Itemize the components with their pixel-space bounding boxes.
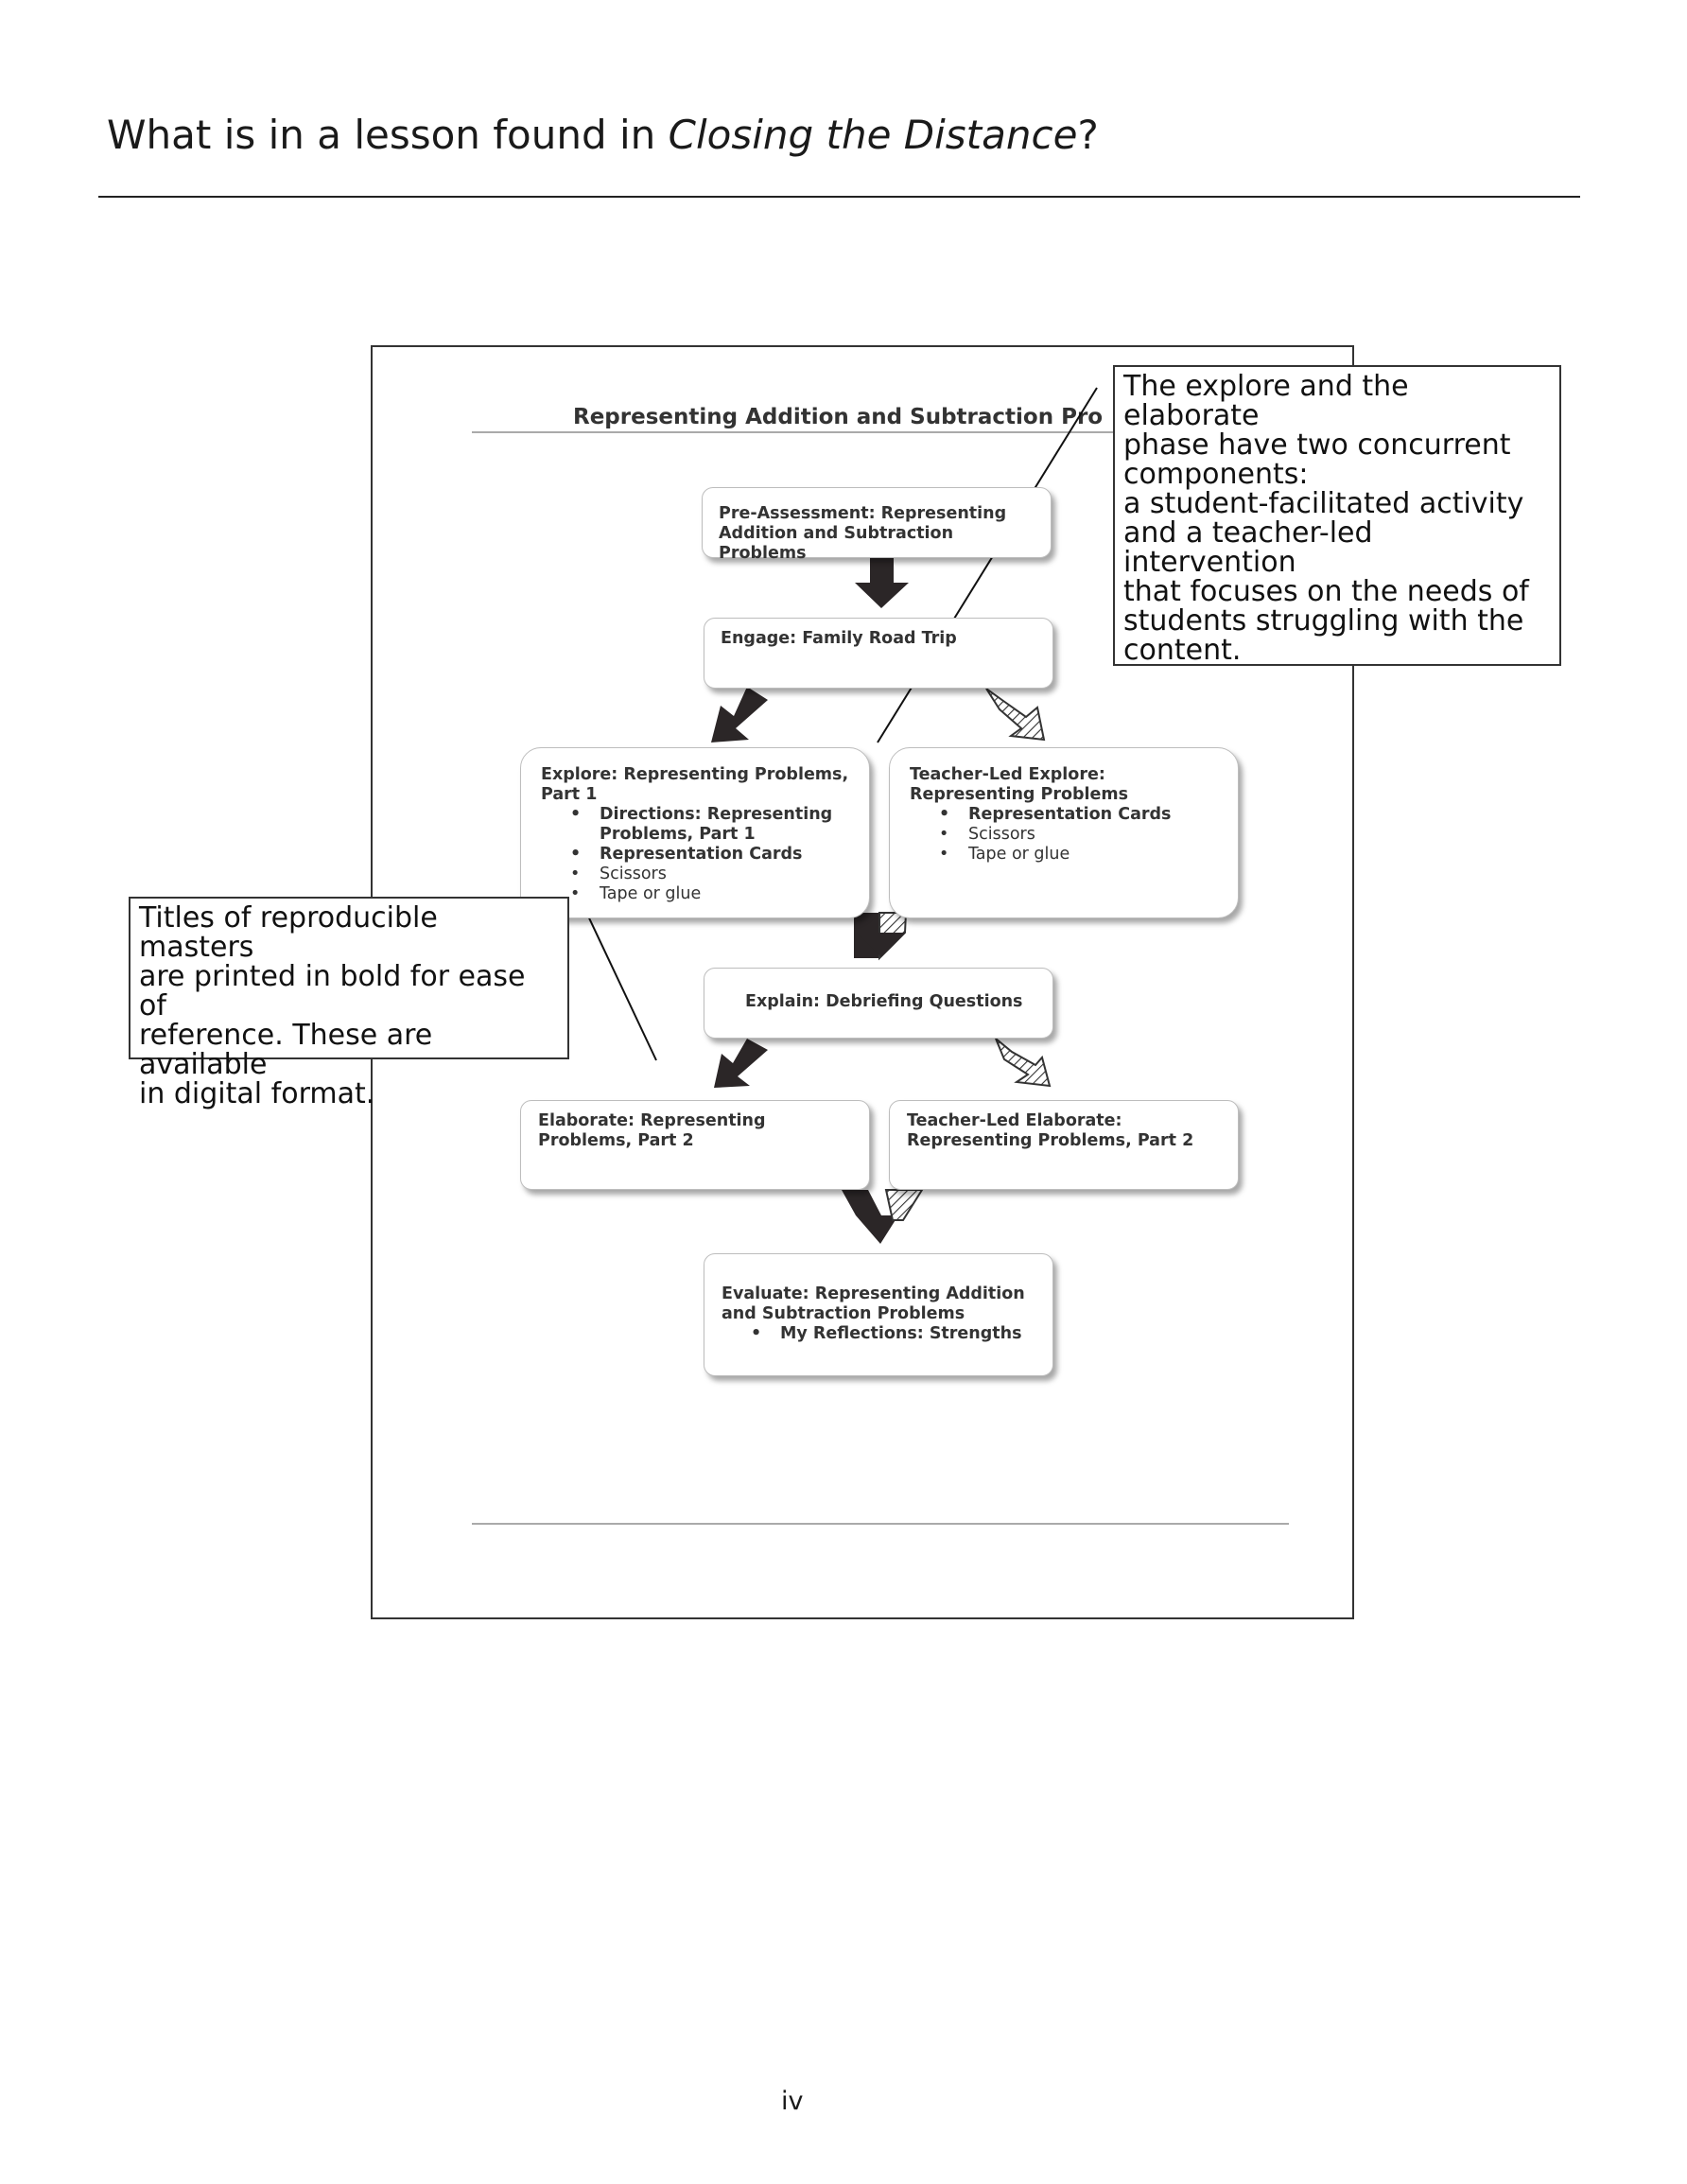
flowchart-title: Representing Addition and Subtraction Pr… bbox=[573, 405, 1104, 429]
elaborate-box: Elaborate: Representing Problems, Part 2 bbox=[520, 1100, 870, 1190]
pre-assessment-heading: Pre-Assessment: Representing Addition an… bbox=[719, 504, 1007, 563]
elaborate-heading: Elaborate: Representing Problems, Part 2 bbox=[538, 1111, 766, 1150]
title-question-mark: ? bbox=[1077, 112, 1099, 158]
explain-heading: Explain: Debriefing Questions bbox=[745, 992, 1023, 1011]
page-title: What is in a lesson found in Closing the… bbox=[107, 112, 1099, 158]
evaluate-heading: Evaluate: Representing Addition and Subt… bbox=[722, 1284, 1025, 1323]
explain-box: Explain: Debriefing Questions bbox=[704, 968, 1053, 1039]
evaluate-box: Evaluate: Representing Addition and Subt… bbox=[704, 1253, 1053, 1376]
title-book-name: Closing the Distance bbox=[668, 112, 1078, 158]
engage-heading: Engage: Family Road Trip bbox=[721, 629, 957, 648]
teacher-explore-box: Teacher-Led Explore: Representing Proble… bbox=[889, 747, 1239, 918]
flowchart-bottom-rule bbox=[472, 1523, 1289, 1525]
list-item: Scissors bbox=[570, 865, 869, 884]
pre-assessment-box: Pre-Assessment: Representing Addition an… bbox=[702, 487, 1052, 563]
list-item: Scissors bbox=[939, 825, 1238, 845]
teacher-explore-materials-list: Representation Cards Scissors Tape or gl… bbox=[910, 805, 1238, 865]
list-item: Tape or glue bbox=[939, 845, 1238, 865]
teacher-elaborate-heading: Teacher-Led Elaborate: Representing Prob… bbox=[907, 1111, 1194, 1150]
list-item: Representation Cards bbox=[939, 805, 1238, 825]
teacher-explore-heading: Teacher-Led Explore: Representing Proble… bbox=[910, 765, 1129, 804]
list-item: Tape or glue bbox=[570, 884, 869, 904]
explore-box: Explore: Representing Problems, Part 1 D… bbox=[520, 747, 870, 918]
explore-heading: Explore: Representing Problems, Part 1 bbox=[541, 765, 849, 804]
list-item: Representation Cards bbox=[570, 845, 869, 865]
page-number: iv bbox=[781, 2087, 804, 2116]
title-text: What is in a lesson found in bbox=[107, 112, 669, 158]
teacher-elaborate-box: Teacher-Led Elaborate: Representing Prob… bbox=[889, 1100, 1239, 1190]
title-divider bbox=[98, 196, 1580, 198]
list-item: Directions: Representing Problems, Part … bbox=[570, 805, 869, 845]
callout-concurrent-components: The explore and the elaborate phase have… bbox=[1113, 365, 1561, 666]
engage-box: Engage: Family Road Trip bbox=[704, 618, 1053, 689]
evaluate-materials-list: My Reflections: Strengths bbox=[722, 1324, 1052, 1344]
list-item: My Reflections: Strengths bbox=[751, 1324, 1052, 1344]
callout-reproducible-masters: Titles of reproducible masters are print… bbox=[129, 897, 569, 1109]
explore-materials-list: Directions: Representing Problems, Part … bbox=[541, 805, 869, 904]
